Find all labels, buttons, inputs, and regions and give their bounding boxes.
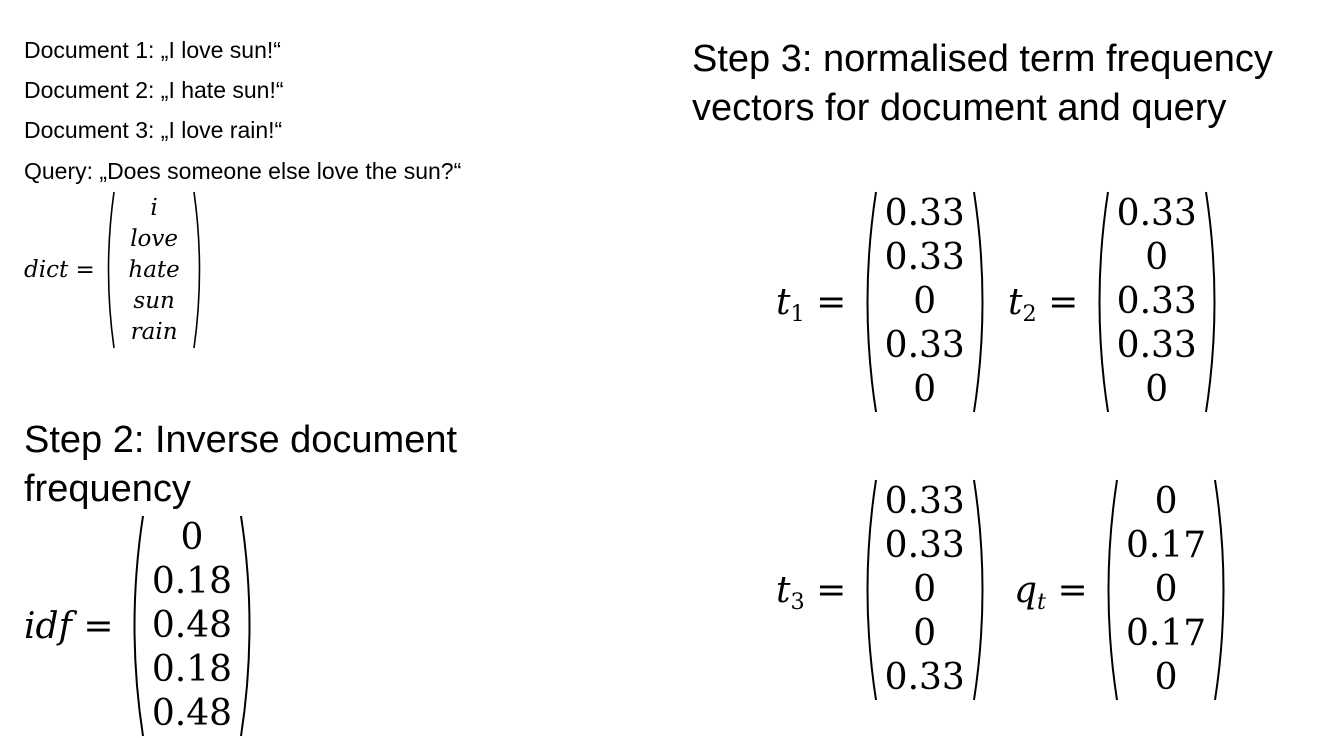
t1-subscript: 1 — [790, 301, 805, 328]
dict-entry: rain — [130, 318, 178, 345]
t1-value: 0 — [913, 369, 937, 410]
qt-value: 0 — [1154, 569, 1178, 610]
t3-value: 0 — [913, 569, 937, 610]
t3-subscript: 3 — [790, 589, 805, 616]
equals-sign: = — [1048, 281, 1079, 323]
qt-subscript: t — [1037, 589, 1047, 616]
dict-entry: hate — [128, 256, 180, 283]
step3-heading-line1: Step 3: normalised term frequency — [692, 38, 1273, 80]
right-paren — [1204, 191, 1216, 413]
t1-value: 0.33 — [884, 237, 965, 278]
equals-sign: = — [816, 281, 847, 323]
left-paren — [1098, 191, 1109, 413]
idf-equation: idf = 0 0.18 0.48 0.18 0.48 — [24, 514, 259, 738]
query-text: Query: „Does someone else love the sun?“ — [24, 158, 462, 184]
dict-label: dict — [24, 257, 69, 283]
idf-value: 0.18 — [151, 561, 233, 602]
qt-value: 0 — [1154, 481, 1178, 522]
idf-label: idf — [24, 605, 72, 647]
right-paren — [1214, 479, 1225, 701]
t2-value: 0.33 — [1116, 193, 1197, 234]
right-paren — [972, 191, 984, 413]
equals-sign: = — [83, 605, 114, 647]
document-1-text: Document 1: „I love sun!“ — [24, 37, 281, 63]
dict-entry: i — [150, 194, 158, 221]
t1-label: t — [776, 281, 791, 323]
t2-value: 0 — [1145, 369, 1169, 410]
t2-label: t — [1008, 281, 1023, 323]
equals-sign: = — [1057, 569, 1088, 611]
step3-heading-line2: vectors for document and query — [692, 87, 1227, 129]
t3-value: 0.33 — [884, 525, 965, 566]
t2-value: 0 — [1145, 237, 1169, 278]
t1-value: 0 — [913, 281, 937, 322]
right-paren — [239, 515, 251, 737]
t3-value: 0 — [913, 613, 937, 654]
equals-sign: = — [816, 569, 847, 611]
right-paren — [193, 191, 201, 349]
document-2-text: Document 2: „I hate sun!“ — [24, 77, 284, 103]
t1-vector: 0.33 0.33 0 0.33 0 — [858, 190, 992, 414]
idf-vector: 0 0.18 0.48 0.18 0.48 — [125, 514, 259, 738]
document-3-text: Document 3: „I love rain!“ — [24, 117, 283, 143]
t2-subscript: 2 — [1022, 301, 1037, 328]
t1-equation: t1 = 0.33 0.33 0 0.33 0 — [776, 190, 992, 414]
qt-value: 0.17 — [1126, 525, 1207, 566]
dict-vector: i love hate sun rain — [102, 190, 206, 350]
t2-vector: 0.33 0 0.33 0.33 0 — [1090, 190, 1224, 414]
idf-value: 0 — [180, 517, 204, 558]
dict-entry: sun — [133, 287, 175, 314]
t2-equation: t2 = 0.33 0 0.33 0.33 0 — [1008, 190, 1224, 414]
left-paren — [107, 191, 115, 349]
idf-value: 0.18 — [151, 649, 233, 690]
t2-value: 0.33 — [1116, 281, 1197, 322]
qt-value: 0.17 — [1126, 613, 1207, 654]
step2-heading-line1: Step 2: Inverse document — [24, 419, 458, 461]
t3-label: t — [776, 569, 791, 611]
dict-equation: dict = i love hate sun rain — [24, 190, 206, 350]
t1-value: 0.33 — [884, 193, 965, 234]
idf-value: 0.48 — [151, 693, 233, 734]
equals-sign: = — [75, 257, 95, 283]
left-paren — [1107, 479, 1119, 701]
t1-value: 0.33 — [884, 325, 965, 366]
right-paren — [972, 479, 984, 701]
t3-equation: t3 = 0.33 0.33 0 0 0.33 — [776, 478, 992, 702]
t3-vector: 0.33 0.33 0 0 0.33 — [858, 478, 992, 702]
dict-entry: love — [130, 225, 179, 252]
left-paren — [866, 479, 877, 701]
qt-value: 0 — [1154, 657, 1178, 698]
left-paren — [866, 191, 877, 413]
t3-value: 0.33 — [884, 657, 965, 698]
qt-label: q — [1014, 569, 1038, 611]
left-paren — [133, 515, 144, 737]
step2-heading-line2: frequency — [24, 468, 191, 510]
qt-vector: 0 0.17 0 0.17 0 — [1099, 478, 1233, 702]
t3-value: 0.33 — [884, 481, 965, 522]
idf-value: 0.48 — [151, 605, 233, 646]
qt-equation: qt = 0 0.17 0 0.17 0 — [1014, 478, 1233, 702]
t2-value: 0.33 — [1116, 325, 1197, 366]
